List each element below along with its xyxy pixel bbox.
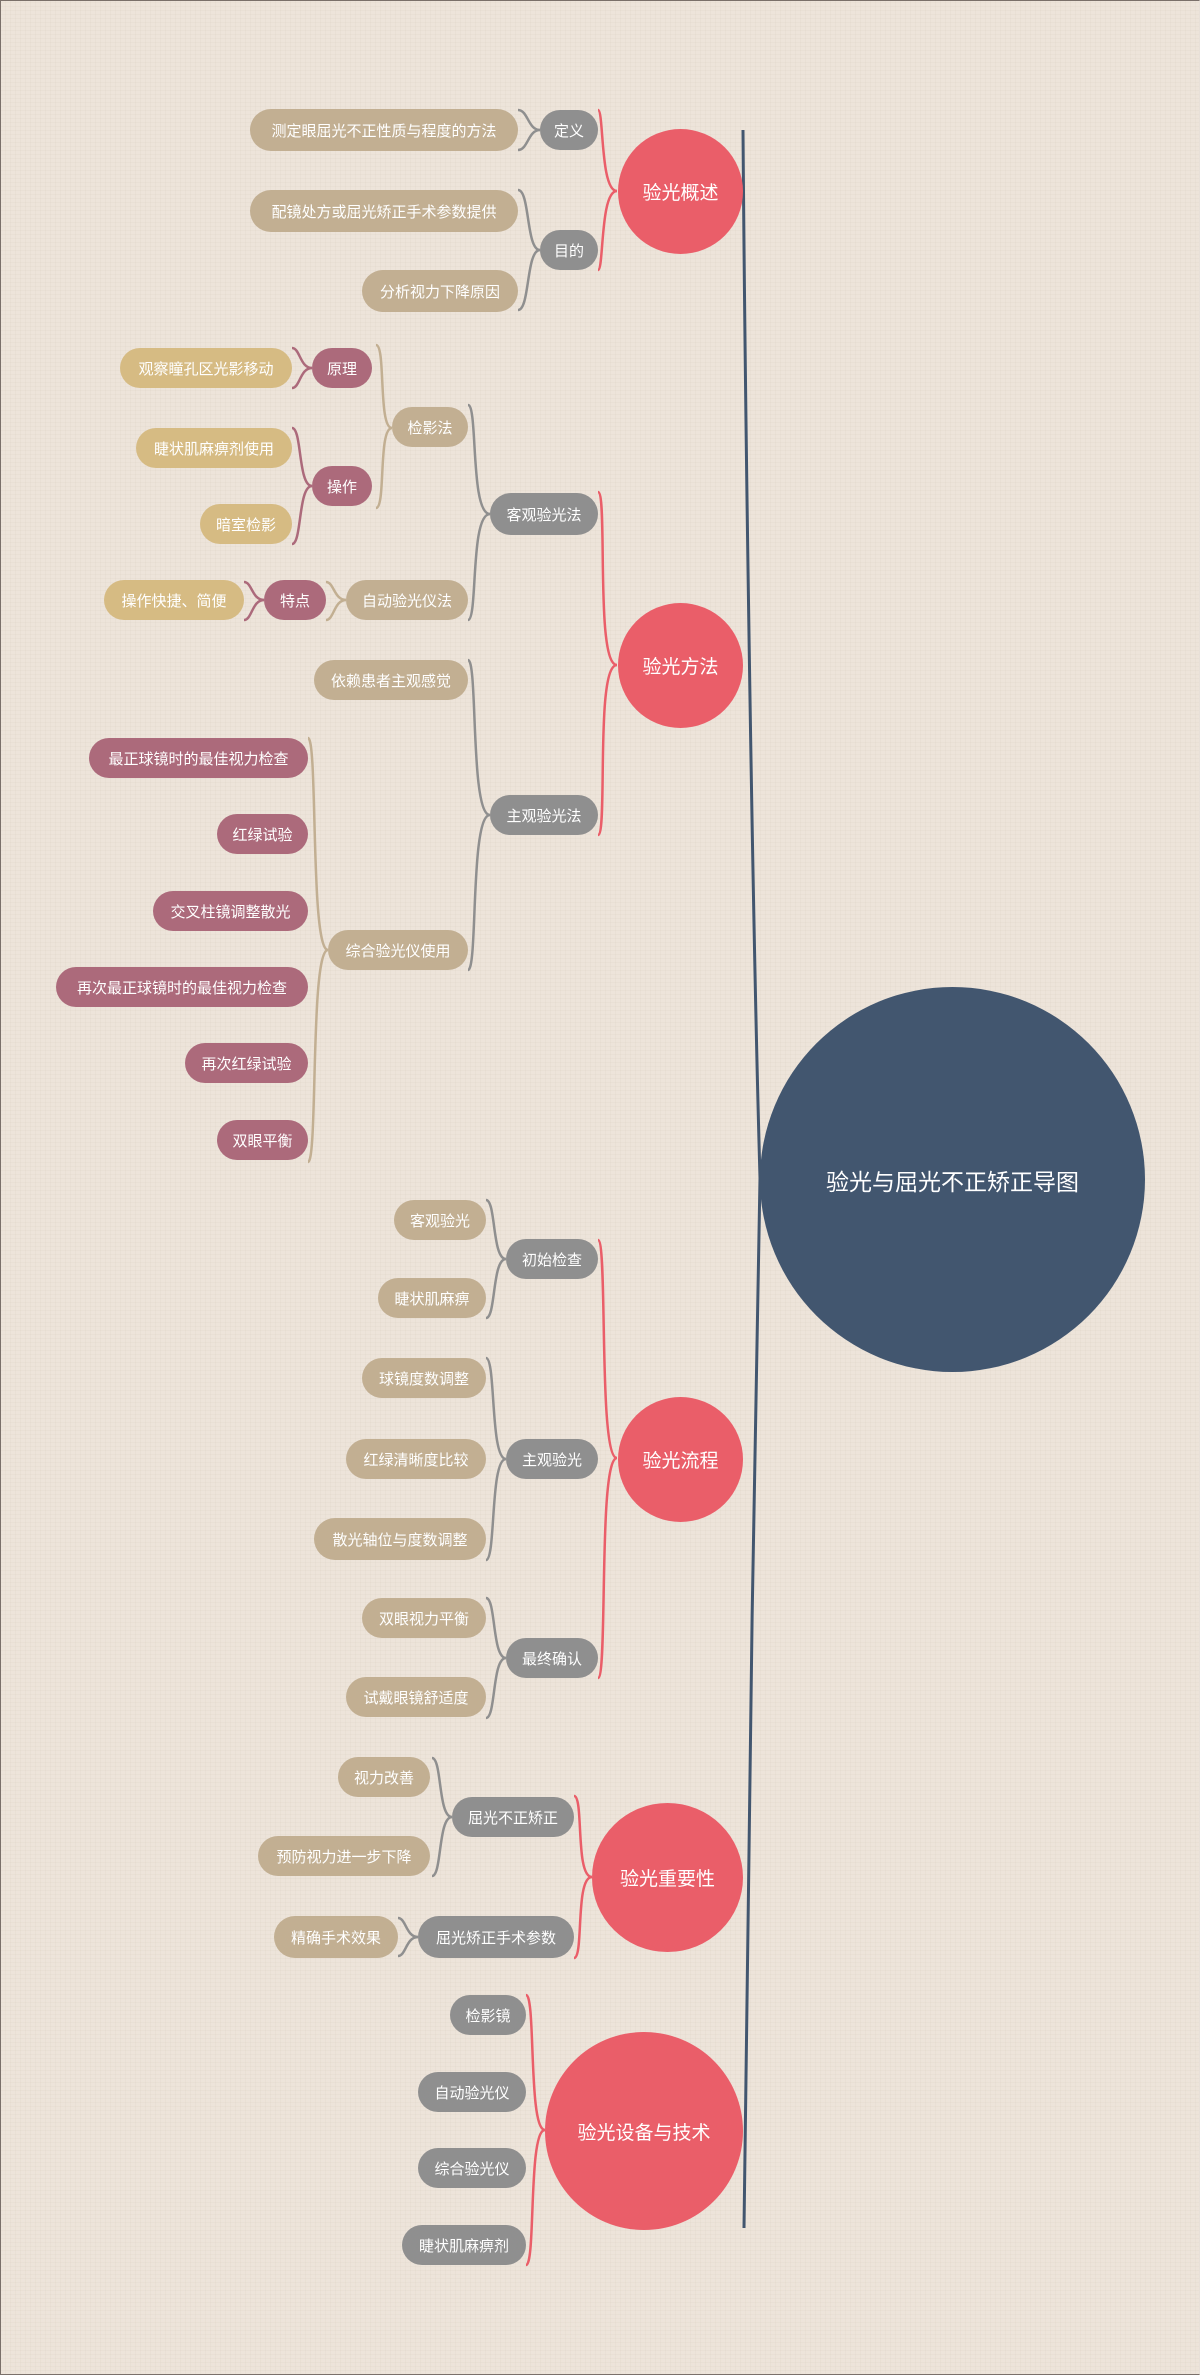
node-features[interactable]: 特点 [264, 580, 326, 620]
node-label: 操作快捷、简便 [121, 591, 227, 610]
node-objective-refraction[interactable]: 客观验光法 [490, 493, 598, 535]
node-vision-improve[interactable]: 视力改善 [338, 1757, 430, 1797]
node-cycloplegia[interactable]: 睫状肌麻痹 [378, 1278, 486, 1318]
node-label: 散光轴位与度数调整 [332, 1530, 468, 1549]
node-label: 原理 [326, 359, 357, 378]
node-subjective-exam[interactable]: 主观验光 [506, 1439, 598, 1479]
node-label: 屈光不正矫正 [467, 1808, 558, 1827]
node-jcc-astigmatism[interactable]: 交叉柱镜调整散光 [153, 891, 308, 931]
node-definition-detail[interactable]: 测定眼屈光不正性质与程度的方法 [250, 109, 518, 151]
node-retinoscope[interactable]: 检影镜 [450, 1995, 526, 2035]
branch-label: 验光设备与技术 [577, 2121, 711, 2144]
node-label: 精确手术效果 [290, 1928, 381, 1947]
node-refractive-correction[interactable]: 屈光不正矫正 [452, 1797, 574, 1837]
node-binocular-balance[interactable]: 双眼平衡 [217, 1120, 308, 1160]
node-cycloplegic-use[interactable]: 睫状肌麻痹剂使用 [136, 428, 292, 468]
node-label: 分析视力下降原因 [379, 282, 500, 301]
node-axis-power-adjust[interactable]: 散光轴位与度数调整 [314, 1518, 486, 1560]
node-trial-comfort[interactable]: 试戴眼镜舒适度 [346, 1677, 486, 1717]
branch-methods[interactable]: 验光方法 [618, 603, 743, 728]
node-final-confirm[interactable]: 最终确认 [506, 1638, 598, 1678]
node-operation[interactable]: 操作 [312, 466, 372, 506]
branch-label: 验光方法 [642, 656, 719, 678]
node-label: 再次最正球镜时的最佳视力检查 [76, 978, 287, 997]
node-label: 视力改善 [353, 1768, 414, 1787]
node-surgery-params[interactable]: 屈光矫正手术参数 [418, 1916, 574, 1958]
node-label: 试戴眼镜舒适度 [363, 1688, 469, 1707]
node-binocular-va-balance[interactable]: 双眼视力平衡 [362, 1598, 486, 1638]
node-label: 目的 [554, 241, 585, 260]
root-title: 验光与屈光不正矫正导图 [826, 1169, 1079, 1196]
node-auto-refractor-method[interactable]: 自动验光仪法 [346, 580, 468, 620]
node-label: 双眼视力平衡 [378, 1609, 469, 1628]
node-label: 初始检查 [521, 1250, 582, 1269]
branch-process[interactable]: 验光流程 [618, 1397, 743, 1522]
branch-importance[interactable]: 验光重要性 [592, 1803, 743, 1952]
node-label: 配镜处方或屈光矫正手术参数提供 [271, 202, 497, 221]
node-label: 检影镜 [465, 2006, 511, 2025]
node-label: 暗室检影 [215, 515, 276, 534]
node-purpose-analysis[interactable]: 分析视力下降原因 [362, 270, 518, 312]
node-label: 红绿清晰度比较 [363, 1450, 469, 1469]
node-duochrome-compare[interactable]: 红绿清晰度比较 [346, 1439, 486, 1479]
branch-overview[interactable]: 验光概述 [618, 129, 743, 254]
node-objective-exam[interactable]: 客观验光 [394, 1200, 486, 1240]
branch-label: 验光流程 [642, 1450, 719, 1472]
node-label: 测定眼屈光不正性质与程度的方法 [271, 121, 497, 140]
node-darkroom-retinoscopy[interactable]: 暗室检影 [200, 504, 292, 544]
node-auto-refractor[interactable]: 自动验光仪 [418, 2072, 526, 2112]
node-definition[interactable]: 定义 [540, 110, 598, 150]
root-topic[interactable]: 验光与屈光不正矫正导图 [760, 987, 1145, 1372]
node-max-plus-va[interactable]: 最正球镜时的最佳视力检查 [89, 738, 308, 778]
node-label: 客观验光 [409, 1211, 470, 1230]
branch-label: 验光重要性 [619, 1868, 715, 1890]
node-label: 特点 [279, 591, 310, 610]
node-prevent-decline[interactable]: 预防视力进一步下降 [258, 1836, 430, 1876]
node-label: 主观验光法 [506, 806, 582, 825]
node-patient-perception[interactable]: 依赖患者主观感觉 [314, 660, 468, 700]
node-initial-exam[interactable]: 初始检查 [506, 1239, 598, 1279]
node-label: 检影法 [407, 418, 453, 437]
node-duochrome-test[interactable]: 红绿试验 [217, 814, 308, 854]
node-label: 交叉柱镜调整散光 [170, 902, 291, 921]
node-purpose-prescription[interactable]: 配镜处方或屈光矫正手术参数提供 [250, 190, 518, 232]
node-label: 自动验光仪法 [361, 591, 452, 610]
node-label: 双眼平衡 [232, 1131, 293, 1150]
node-precise-surgery[interactable]: 精确手术效果 [274, 1916, 398, 1958]
node-label: 依赖患者主观感觉 [330, 671, 451, 690]
node-retinoscopy[interactable]: 检影法 [392, 407, 468, 447]
node-label: 睫状肌麻痹 [394, 1289, 470, 1308]
node-phoropter[interactable]: 综合验光仪 [418, 2148, 526, 2188]
node-label: 操作 [326, 477, 357, 496]
node-label: 预防视力进一步下降 [276, 1847, 412, 1866]
node-principle[interactable]: 原理 [312, 348, 372, 388]
node-sphere-adjust[interactable]: 球镜度数调整 [362, 1358, 486, 1398]
node-subjective-refraction[interactable]: 主观验光法 [490, 795, 598, 835]
node-label: 再次红绿试验 [201, 1054, 292, 1073]
node-purpose[interactable]: 目的 [540, 230, 598, 270]
node-label: 综合验光仪 [434, 2159, 510, 2178]
node-phoropter-use[interactable]: 综合验光仪使用 [328, 930, 468, 970]
node-repeat-max-plus-va[interactable]: 再次最正球镜时的最佳视力检查 [56, 967, 308, 1007]
branch-equipment[interactable]: 验光设备与技术 [545, 2032, 743, 2230]
node-label: 观察瞳孔区光影移动 [138, 359, 274, 378]
node-label: 球镜度数调整 [378, 1369, 469, 1388]
node-label: 最正球镜时的最佳视力检查 [108, 749, 289, 768]
node-label: 屈光矫正手术参数 [435, 1928, 556, 1947]
node-label: 主观验光 [521, 1450, 582, 1469]
node-label: 睫状肌麻痹剂 [418, 2236, 509, 2255]
branch-label: 验光概述 [642, 182, 719, 204]
node-label: 自动验光仪 [434, 2083, 510, 2102]
node-label: 睫状肌麻痹剂使用 [153, 439, 274, 458]
node-label: 综合验光仪使用 [345, 941, 451, 960]
node-repeat-duochrome[interactable]: 再次红绿试验 [185, 1043, 308, 1083]
node-label: 最终确认 [521, 1649, 582, 1668]
node-cycloplegic-agent[interactable]: 睫状肌麻痹剂 [402, 2225, 526, 2265]
node-label: 定义 [554, 121, 585, 140]
node-label: 红绿试验 [232, 825, 293, 844]
node-label: 客观验光法 [506, 505, 582, 524]
node-principle-detail[interactable]: 观察瞳孔区光影移动 [120, 348, 292, 388]
node-features-detail[interactable]: 操作快捷、简便 [104, 580, 244, 620]
